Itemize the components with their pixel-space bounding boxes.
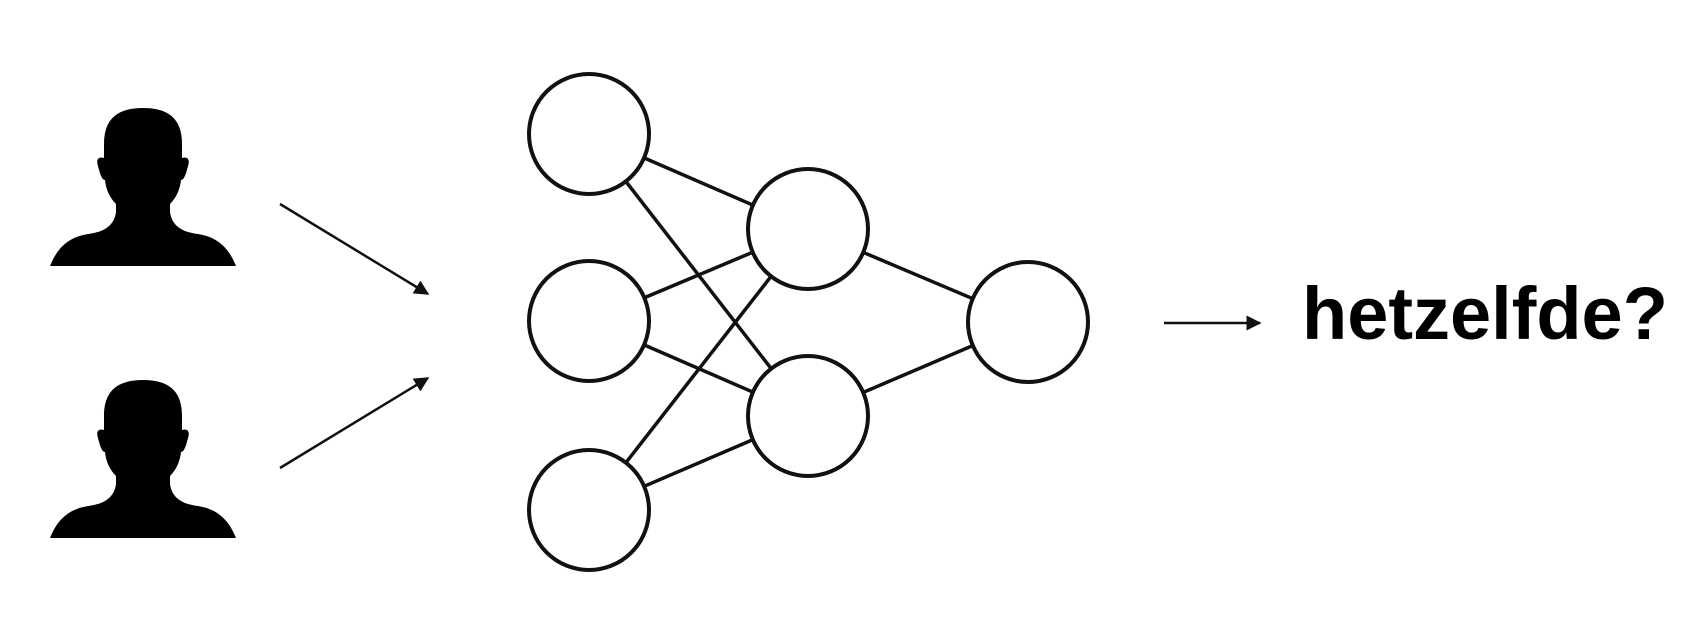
- input-arrow-1: [279, 202, 430, 296]
- input-person-2: [50, 380, 236, 538]
- network-nodes: [527, 72, 1090, 572]
- node-l0n1: [527, 259, 651, 383]
- node-l1n1: [746, 354, 870, 478]
- person-silhouette-icon: [50, 380, 236, 538]
- output-question: hetzelfde?: [1302, 272, 1668, 355]
- person-silhouette-icon: [50, 108, 236, 266]
- node-l0n2: [527, 448, 651, 572]
- node-l0n0: [527, 72, 651, 196]
- input-person-1: [50, 108, 236, 266]
- node-l1n0: [746, 167, 870, 291]
- input-arrow-2: [279, 376, 430, 470]
- node-l2n0: [966, 260, 1090, 384]
